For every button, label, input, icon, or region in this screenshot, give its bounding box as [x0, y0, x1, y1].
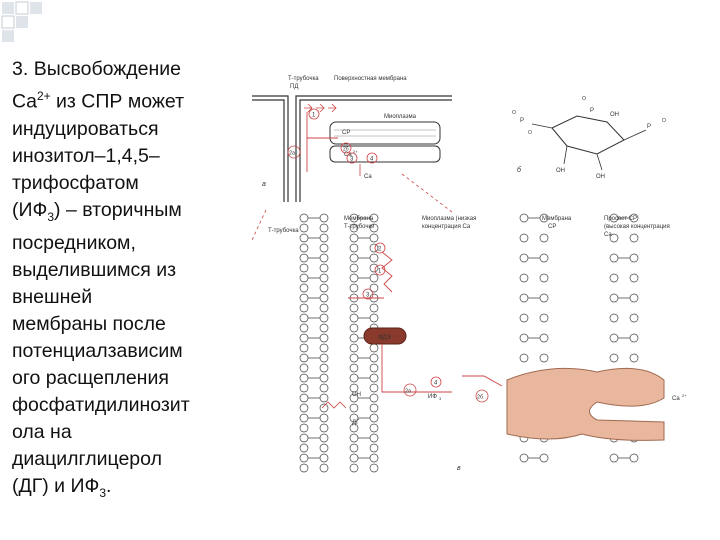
svg-text:ИФ: ИФ	[428, 394, 437, 400]
svg-text:Миоплазма: Миоплазма	[384, 114, 417, 120]
svg-text:1: 1	[312, 113, 316, 119]
svg-text:в: в	[457, 465, 461, 472]
svg-text:2+: 2+	[682, 393, 687, 398]
svg-text:2а: 2а	[405, 389, 412, 395]
ryanodine-channel	[506, 367, 665, 441]
text-line-5: трифосфатом	[12, 171, 139, 194]
text-line-9: внешней	[12, 286, 93, 309]
panel-c: Т-трубочка Мембрана Т-трубочки Миоплазма…	[268, 213, 687, 473]
ap-arrow-icon	[304, 103, 337, 113]
svg-text:P: P	[520, 118, 524, 124]
svg-text:Т-трубочка: Т-трубочка	[288, 76, 319, 82]
text-line-3: индуцироваться	[12, 117, 159, 140]
text-line-6: (ИФ3) – вторичным	[12, 198, 182, 224]
svg-text:P: P	[590, 108, 594, 114]
svg-text:Мембрана: Мембрана	[344, 216, 374, 222]
text-line-15: диацилглицерол	[12, 448, 162, 471]
panel-a: Т-трубочка Поверхностная мембрана ПД Мио…	[252, 76, 452, 202]
svg-text:O: O	[662, 118, 666, 124]
text-line-2: Ca2+ из СПР может	[12, 89, 185, 113]
muscle-excitation-figure: Т-трубочка Поверхностная мембрана ПД Мио…	[252, 76, 687, 473]
sr-membrane	[519, 213, 639, 463]
svg-text:OH: OH	[596, 174, 605, 180]
slide-body-text: 3. Высвобождение Ca2+ из СПР может индуц…	[12, 56, 244, 507]
svg-text:Ca: Ca	[604, 232, 612, 238]
svg-text:концентрация Ca: концентрация Ca	[422, 224, 471, 230]
svg-text:ДГ: ДГ	[352, 420, 360, 426]
svg-text:Поверхностная мембрана: Поверхностная мембрана	[334, 76, 407, 82]
svg-text:Просвет СР: Просвет СР	[604, 216, 637, 222]
svg-text:OH: OH	[610, 112, 619, 118]
svg-text:(высокая концентрация: (высокая концентрация	[604, 224, 670, 230]
svg-text:1: 1	[378, 269, 382, 275]
svg-text:Ca: Ca	[364, 174, 372, 180]
svg-text:СР: СР	[342, 130, 350, 136]
svg-text:2б: 2б	[477, 395, 483, 401]
svg-text:Т-трубочки: Т-трубочки	[344, 224, 375, 230]
svg-text:СР: СР	[548, 224, 556, 230]
text-line-14: ола на	[12, 421, 72, 444]
text-line-12: ого расщепления	[12, 367, 169, 390]
svg-text:2а: 2а	[289, 151, 296, 157]
svg-text:ОН: ОН	[352, 392, 361, 398]
svg-text:OH: OH	[556, 168, 565, 174]
svg-text:ФДЭ: ФДЭ	[378, 335, 391, 341]
text-line-1: 3. Высвобождение	[12, 58, 182, 80]
svg-text:3: 3	[350, 157, 354, 163]
t-tubule-membrane	[299, 213, 379, 473]
svg-text:Миоплазма (низкая: Миоплазма (низкая	[422, 216, 476, 222]
svg-text:а: а	[262, 181, 266, 188]
text-line-7: посредником,	[12, 232, 136, 255]
svg-text:O: O	[582, 96, 586, 102]
svg-text:Ca: Ca	[672, 396, 680, 402]
svg-text:2: 2	[378, 247, 382, 253]
svg-text:ПД: ПД	[290, 84, 298, 90]
text-line-16: (ДГ) и ИФ3.	[12, 475, 112, 501]
svg-text:4: 4	[370, 157, 374, 163]
svg-text:O: O	[512, 110, 516, 116]
svg-text:б: б	[517, 166, 522, 174]
panel-b: P P P O O O O OH OH OH б	[512, 96, 666, 180]
svg-text:3: 3	[439, 396, 442, 401]
svg-text:2б: 2б	[343, 147, 349, 153]
text-line-13: фосфатидилинозит	[12, 394, 190, 417]
svg-text:O: O	[528, 130, 532, 136]
svg-text:3: 3	[366, 293, 370, 299]
svg-text:4: 4	[434, 381, 438, 387]
text-line-8: выделившимся из	[12, 259, 177, 282]
svg-text:P: P	[647, 124, 651, 130]
svg-text:2+: 2+	[353, 149, 358, 154]
svg-text:Мембрана: Мембрана	[542, 216, 572, 222]
text-line-4: инозитол–1,4,5–	[12, 144, 160, 167]
pde-enzyme	[363, 327, 407, 345]
slide-corner-decoration	[1, 1, 42, 42]
text-line-10: мембраны после	[12, 313, 166, 336]
text-line-11: потенциалзависим	[12, 340, 183, 363]
svg-text:Т-трубочка: Т-трубочка	[268, 228, 299, 234]
